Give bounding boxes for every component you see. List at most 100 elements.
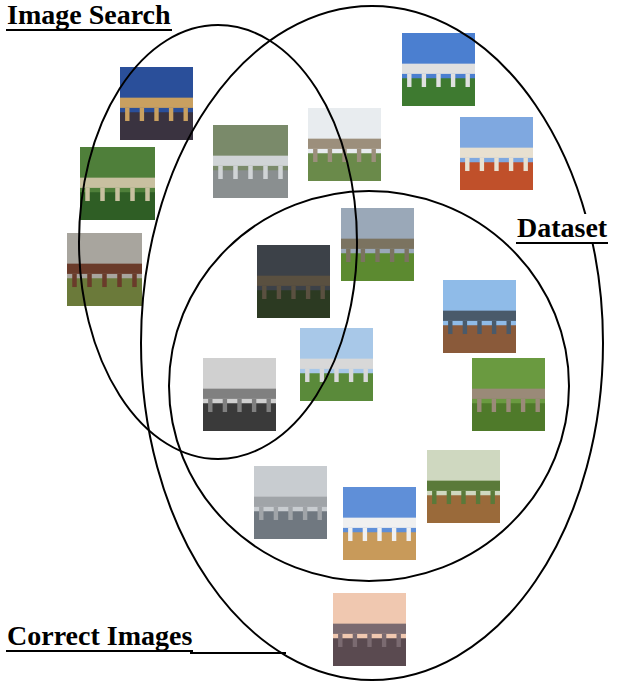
photo — [472, 358, 545, 431]
photo-pier — [507, 321, 511, 334]
set-label: Image Search — [6, 1, 172, 31]
photo-pier — [277, 286, 281, 299]
ellipse-outline — [78, 24, 358, 460]
photo-sky — [402, 33, 475, 106]
photo-bridge — [460, 148, 533, 158]
photo-pier — [491, 491, 495, 504]
photo-pier — [477, 399, 481, 412]
photo-pier — [259, 507, 263, 520]
photo — [213, 125, 288, 198]
photo-sky — [443, 280, 516, 353]
photo-pier — [125, 108, 129, 121]
photo-sky — [120, 67, 193, 140]
photo-pier — [463, 321, 467, 334]
photo-pier — [291, 286, 295, 299]
set-outline — [79, 25, 357, 459]
photo-sky — [427, 450, 500, 523]
photo-pier — [492, 321, 496, 334]
photo-pier — [318, 507, 322, 520]
photo-pier — [377, 528, 381, 541]
photo — [308, 108, 381, 181]
photo-pier — [465, 158, 469, 171]
photo-pier — [349, 369, 353, 382]
photo-pier — [422, 74, 426, 87]
photo-sky — [308, 108, 381, 181]
photo-sky — [257, 245, 330, 318]
photo-pier — [357, 149, 361, 162]
photo-pier — [223, 399, 227, 412]
photo-bridge — [257, 276, 330, 286]
photo — [254, 466, 327, 539]
photo-bridge — [203, 389, 276, 399]
photo-pier — [375, 249, 379, 262]
photo-pier — [278, 166, 283, 179]
photo — [80, 147, 155, 220]
photo-pier — [447, 491, 451, 504]
photo-pier — [477, 321, 481, 334]
photo-bridge — [472, 389, 545, 399]
photo-pier — [263, 166, 268, 179]
photo-pier — [492, 399, 496, 412]
photo-sky — [213, 125, 288, 198]
photo-pier — [461, 491, 465, 504]
photo-pier — [451, 74, 455, 87]
photo — [343, 487, 416, 560]
photo — [300, 328, 373, 401]
photo-pier — [169, 108, 173, 121]
photo-pier — [233, 166, 238, 179]
photo-pier — [334, 369, 338, 382]
photo-pier — [248, 166, 253, 179]
photo — [203, 358, 276, 431]
photo-pier — [305, 369, 309, 382]
photo-pier — [303, 507, 307, 520]
photo-pier — [252, 399, 256, 412]
photo-pier — [288, 507, 292, 520]
photo-bridge — [80, 178, 155, 188]
photo-sky — [254, 466, 327, 539]
photo-bridge — [343, 518, 416, 528]
photo-pier — [448, 321, 452, 334]
photo-pier — [262, 286, 266, 299]
photo-pier — [476, 491, 480, 504]
photo-pier — [524, 158, 528, 171]
photo-bridge — [341, 239, 414, 249]
photo — [443, 280, 516, 353]
photo-pier — [154, 108, 158, 121]
photo-pier — [466, 74, 470, 87]
photo-pier — [405, 249, 409, 262]
photo-pier — [407, 528, 411, 541]
photo-pier — [390, 249, 394, 262]
photo-pier — [184, 108, 188, 121]
photo-pier — [208, 399, 212, 412]
photo-bridge — [120, 98, 193, 108]
photo-pier — [130, 188, 135, 201]
photo-pier — [363, 528, 367, 541]
photo — [341, 208, 414, 281]
photo-pier — [506, 399, 510, 412]
set-outline — [169, 191, 569, 581]
ellipse-outline — [140, 5, 604, 681]
photo-sky — [472, 358, 545, 431]
photo-pier — [320, 369, 324, 382]
photo-pier — [100, 188, 105, 201]
photo-pier — [353, 634, 357, 647]
set-label: Correct Images — [6, 622, 193, 652]
set-ellipse: Correct Images — [140, 5, 604, 681]
photo-bridge — [308, 139, 381, 149]
photo-pier — [102, 274, 107, 287]
photo-pier — [436, 74, 440, 87]
photo-pier — [397, 634, 401, 647]
photo-pier — [382, 634, 386, 647]
photo-pier — [361, 249, 365, 262]
photo-pier — [115, 188, 120, 201]
photo-pier — [274, 507, 278, 520]
photo-pier — [494, 158, 498, 171]
photo — [333, 593, 406, 666]
set-outline — [141, 6, 603, 680]
photo-sky — [341, 208, 414, 281]
photo-pier — [218, 166, 223, 179]
photo-pier — [372, 149, 376, 162]
photo-sky — [300, 328, 373, 401]
set-label: Dataset — [516, 214, 608, 244]
photo-bridge — [67, 264, 142, 274]
